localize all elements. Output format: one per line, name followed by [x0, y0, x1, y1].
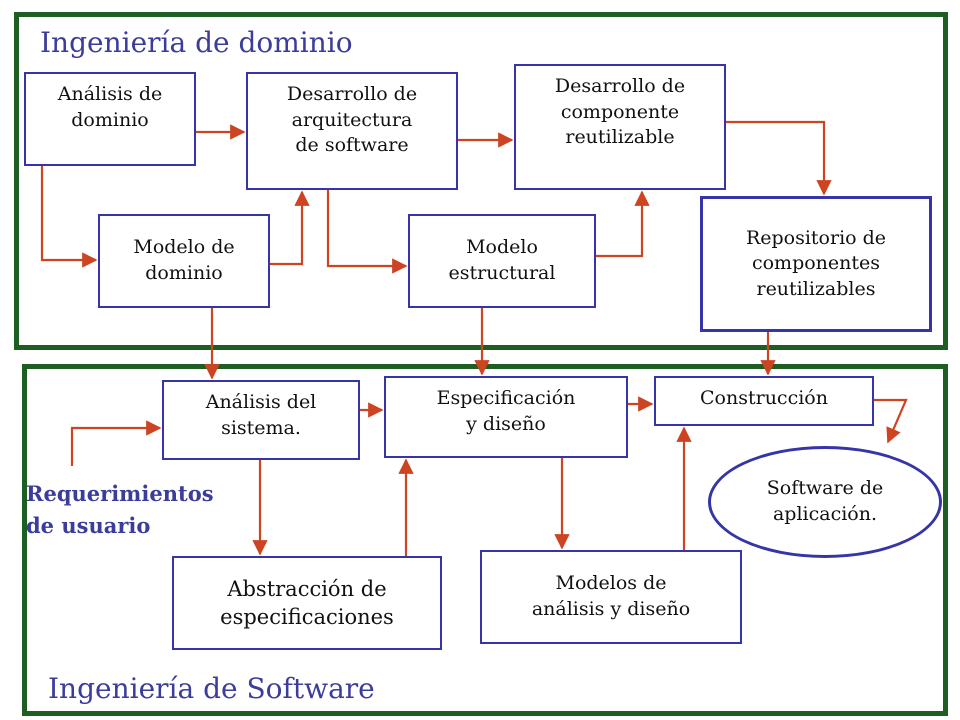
- construccion-box: Construcción: [654, 376, 874, 426]
- modelo-estructural-box: Modelo estructural: [408, 214, 596, 308]
- especificacion-diseno-box: Especificación y diseño: [384, 376, 628, 458]
- analisis-del-sistema-box: Análisis del sistema.: [162, 380, 360, 460]
- modelos-analisis-diseno-box: Modelos de análisis y diseño: [480, 550, 742, 644]
- abstraccion-especificaciones-box: Abstracción de especificaciones: [172, 556, 442, 650]
- modelo-de-dominio-box: Modelo de dominio: [98, 214, 270, 308]
- domain-engineering-title: Ingeniería de dominio: [40, 26, 353, 59]
- repositorio-componentes-box: Repositorio de componentes reutilizables: [700, 196, 932, 332]
- requerimientos-usuario-label: Requerimientos de usuario: [26, 481, 214, 538]
- software-de-aplicacion-ellipse: Software de aplicación.: [708, 446, 942, 558]
- desarrollo-arquitectura-box: Desarrollo de arquitectura de software: [246, 72, 458, 190]
- analisis-de-dominio-box: Análisis de dominio: [24, 72, 196, 166]
- software-engineering-title: Ingeniería de Software: [48, 672, 375, 705]
- desarrollo-componente-box: Desarrollo de componente reutilizable: [514, 64, 726, 190]
